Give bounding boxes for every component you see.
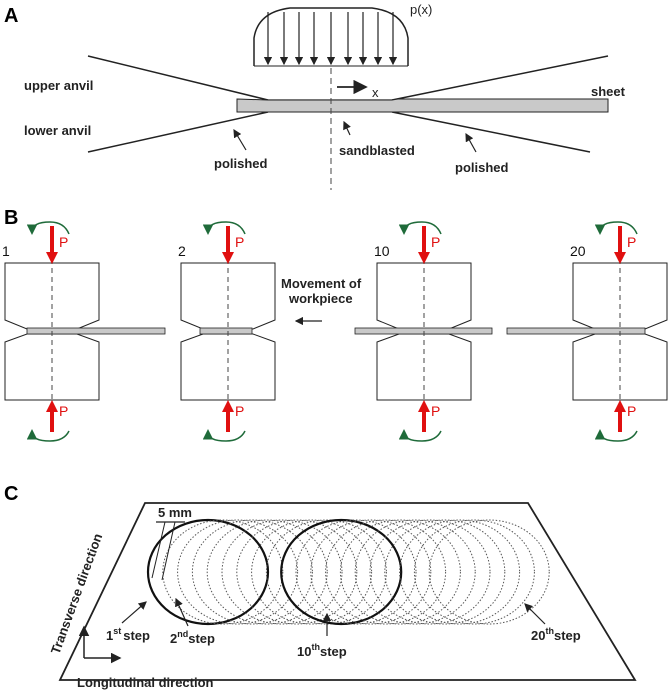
step-footprint-10 bbox=[280, 518, 403, 626]
panel-b-letter: B bbox=[4, 207, 18, 229]
lower-anvil-right-face bbox=[391, 111, 591, 153]
panel-c-letter: C bbox=[4, 483, 18, 505]
step-footprint-1 bbox=[146, 518, 270, 626]
rotation-arrow-top bbox=[398, 221, 442, 235]
step-footprint-15 bbox=[354, 519, 476, 625]
step-footprint-16 bbox=[369, 519, 491, 625]
rotation-arrow-top bbox=[26, 221, 70, 235]
upper-anvil-left-face bbox=[87, 55, 269, 101]
rotation-arrow-bottom bbox=[398, 429, 442, 442]
downward-force-arrow bbox=[418, 226, 430, 264]
step-10-label: 10thstep bbox=[297, 642, 347, 659]
step-footprint-13 bbox=[325, 519, 447, 625]
pressure-arrows bbox=[263, 12, 398, 66]
rotation-arrow-top bbox=[202, 221, 246, 235]
step-number: 1 bbox=[2, 243, 10, 259]
step-number: 10 bbox=[374, 243, 390, 259]
longitudinal-direction-label: Longitudinal direction bbox=[77, 675, 214, 690]
upward-force-arrow bbox=[418, 400, 430, 432]
rotation-arrow-top bbox=[594, 221, 638, 235]
lower-anvil-label: lower anvil bbox=[24, 123, 91, 138]
force-label-top: P bbox=[235, 234, 244, 250]
force-label-top: P bbox=[59, 234, 68, 250]
force-label-bottom: P bbox=[59, 403, 68, 419]
upward-force-arrow bbox=[614, 400, 626, 432]
x-axis-label: x bbox=[372, 85, 379, 100]
force-label-bottom: P bbox=[235, 403, 244, 419]
pressure-distribution bbox=[253, 7, 409, 67]
upward-force-arrow bbox=[46, 400, 58, 432]
downward-force-arrow bbox=[222, 226, 234, 264]
sandblasted-label: sandblasted bbox=[339, 143, 415, 158]
rotation-arrow-bottom bbox=[26, 429, 70, 442]
upper-anvil-label: upper anvil bbox=[24, 78, 93, 93]
workpiece-plane bbox=[58, 502, 637, 681]
force-label-top: P bbox=[431, 234, 440, 250]
step-footprint-5 bbox=[206, 519, 328, 625]
polished-right-label: polished bbox=[455, 160, 509, 175]
step-footprint-17 bbox=[384, 519, 506, 625]
movement-label-line2: workpiece bbox=[288, 291, 353, 306]
panel-c: C 5 mm Transverse direction Longitudinal… bbox=[4, 483, 637, 690]
step-footprint-3 bbox=[177, 519, 299, 625]
downward-force-arrow bbox=[614, 226, 626, 264]
step-footprint-4 bbox=[191, 519, 313, 625]
sheet-label: sheet bbox=[591, 84, 626, 99]
step-20-label: 20thstep bbox=[531, 626, 581, 643]
spacing-label: 5 mm bbox=[158, 505, 192, 520]
sheet bbox=[26, 327, 166, 335]
step-number: 2 bbox=[178, 243, 186, 259]
downward-force-arrow bbox=[46, 226, 58, 264]
upper-anvil-right-face bbox=[391, 55, 609, 101]
panel-a-letter: A bbox=[4, 5, 18, 27]
pressure-label: p(x) bbox=[410, 2, 432, 17]
step-footprint-12 bbox=[310, 519, 432, 625]
step-footprint-11 bbox=[295, 519, 417, 625]
step-2-label: 2ndstep bbox=[170, 629, 215, 646]
force-label-bottom: P bbox=[431, 403, 440, 419]
step-footprint-14 bbox=[339, 519, 461, 625]
upward-force-arrow bbox=[222, 400, 234, 432]
forging-stage-2: 2PP bbox=[178, 221, 276, 442]
step-footprint-2 bbox=[162, 519, 284, 625]
step-footprint-9 bbox=[265, 519, 387, 625]
step-footprint-19 bbox=[413, 519, 535, 625]
panel-a: A p(x) x upper anvil lower anvil sheet p… bbox=[4, 2, 626, 190]
step-number: 20 bbox=[570, 243, 586, 259]
step-footprints bbox=[146, 518, 550, 626]
force-label-bottom: P bbox=[627, 403, 636, 419]
rotation-arrow-bottom bbox=[594, 429, 638, 442]
step-footprint-20 bbox=[428, 519, 550, 625]
rotation-arrow-bottom bbox=[202, 429, 246, 442]
forging-stage-1: 1PP bbox=[2, 221, 166, 442]
movement-label-line1: Movement of bbox=[281, 276, 362, 291]
transverse-direction-label: Transverse direction bbox=[48, 531, 106, 656]
force-label-top: P bbox=[627, 234, 636, 250]
step-footprint-7 bbox=[236, 519, 358, 625]
polished-left-label: polished bbox=[214, 156, 268, 171]
step-footprint-8 bbox=[251, 519, 373, 625]
step-footprint-6 bbox=[221, 519, 343, 625]
step-footprint-18 bbox=[399, 519, 521, 625]
sheet bbox=[236, 98, 609, 113]
sheet bbox=[506, 327, 646, 335]
lower-anvil-left-face bbox=[87, 111, 269, 153]
sheet bbox=[199, 327, 253, 335]
